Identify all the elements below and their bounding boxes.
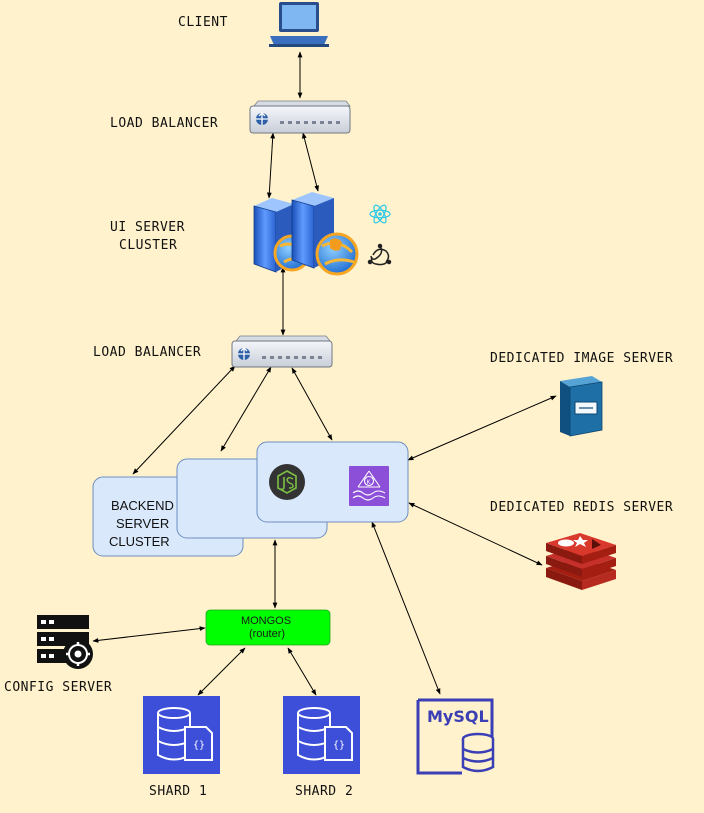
web-server-icon [253, 192, 359, 276]
edge-mongos-shard1 [197, 647, 246, 696]
edge-backend-image [407, 395, 557, 461]
shard-2-label: SHARD 2 [295, 784, 353, 799]
mongos-label: MONGOS [241, 615, 291, 627]
load-balancer-top-label: LOAD BALANCER [110, 116, 218, 131]
edge-backend-mysql [371, 521, 441, 695]
image-server-label: DEDICATED IMAGE SERVER [490, 351, 673, 366]
shard-1: {} SHARD 1 [143, 696, 220, 799]
backend-label-line3: CLUSTER [109, 534, 170, 549]
mysql-node: MySQL [416, 698, 495, 775]
mongos-router: MONGOS (router) [205, 609, 331, 646]
edge-lb2-backend-1 [132, 365, 236, 475]
config-server: CONFIG SERVER [4, 615, 112, 695]
mysql-label: MySQL [427, 707, 489, 726]
client-node: CLIENT [178, 2, 329, 47]
backend-label-line1: BACKEND [111, 498, 174, 513]
edge-lb1-ui-b [302, 132, 319, 192]
nodejs-icon [269, 464, 305, 500]
load-balancer-icon [231, 335, 333, 368]
edge-lb2-backend-2 [220, 366, 272, 452]
load-balancer-mid-label: LOAD BALANCER [93, 345, 201, 360]
mysql-icon [416, 698, 495, 775]
load-balancer-icon [249, 100, 351, 134]
load-balancer-top: LOAD BALANCER [110, 100, 351, 134]
redis-icon [546, 533, 616, 590]
redux-icon [367, 243, 392, 266]
edge-lb2-backend-3 [291, 367, 333, 441]
config-server-label: CONFIG SERVER [4, 680, 112, 695]
svg-text:K: K [367, 480, 371, 486]
server-icon [560, 376, 603, 437]
svg-text:{}: {} [193, 740, 205, 751]
backend-server-cluster: BACKEND SERVER CLUSTER K [92, 441, 409, 557]
react-icon [369, 204, 391, 224]
shard-2: {} SHARD 2 [283, 696, 360, 799]
dedicated-image-server: DEDICATED IMAGE SERVER [490, 351, 673, 437]
client-label: CLIENT [178, 15, 228, 30]
svg-text:{}: {} [333, 740, 345, 751]
edge-backend-redis [408, 502, 543, 566]
redis-server-label: DEDICATED REDIS SERVER [490, 500, 673, 515]
edge-config-mongos [92, 626, 206, 643]
mongos-sublabel: (router) [249, 628, 285, 640]
kafka-icon: K [349, 466, 389, 506]
config-server-icon [37, 615, 93, 669]
ui-server-cluster: UI SERVER CLUSTER [110, 192, 392, 276]
load-balancer-mid: LOAD BALANCER [93, 335, 333, 368]
dedicated-redis-server: DEDICATED REDIS SERVER [490, 500, 673, 590]
shard-1-label: SHARD 1 [149, 784, 207, 799]
connectors [92, 51, 557, 696]
laptop-icon [269, 2, 329, 47]
ui-server-label-line2: CLUSTER [119, 238, 177, 253]
edge-lb1-ui-a [266, 132, 276, 199]
ui-server-label-line1: UI SERVER [110, 220, 185, 235]
backend-label-line2: SERVER [116, 516, 169, 531]
edge-mongos-shard2 [287, 647, 317, 696]
